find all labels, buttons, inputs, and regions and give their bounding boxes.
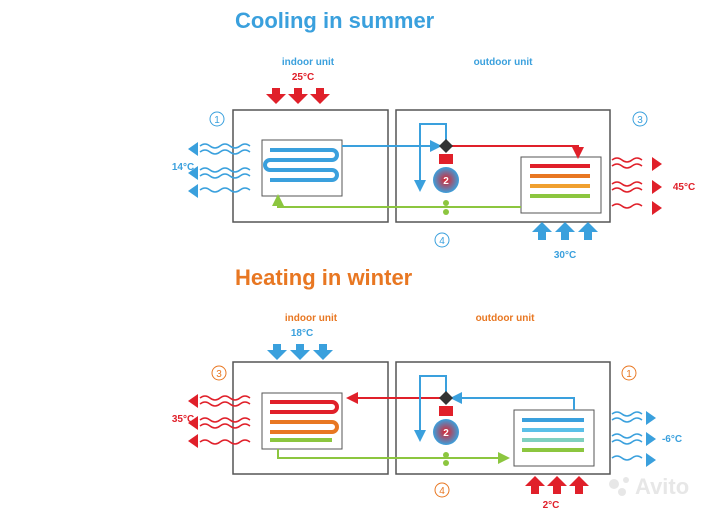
cooling-pipe-loop (414, 123, 447, 192)
heating-intake-arrows (267, 344, 333, 360)
heating-marker-4: 4 (439, 486, 445, 497)
cooling-compressor-icon (433, 167, 459, 193)
heating-expansion-valve-icon (443, 452, 449, 466)
heating-marker-1: 3 (216, 369, 222, 380)
cooling-expansion-valve-icon (443, 200, 449, 215)
heating-marker-3: 1 (626, 369, 632, 380)
heating-outdoor-label: outdoor unit (476, 313, 536, 324)
cooling-title: Cooling in summer (235, 8, 435, 33)
cooling-outdoor-intake-arrows (532, 222, 598, 240)
cooling-pipe-green (272, 194, 521, 208)
cooling-outdoor-air-temp: 30°C (554, 250, 576, 261)
heating-title: Heating in winter (235, 265, 413, 290)
heating-left-temp: 35°C (172, 414, 194, 425)
heating-indoor-label: indoor unit (285, 313, 338, 324)
cooling-outdoor-unit-box (395, 109, 611, 223)
heating-marker-2: 2 (443, 428, 449, 439)
cooling-indoor-label: indoor unit (282, 57, 335, 68)
cooling-marker-1: 1 (214, 115, 220, 126)
cooling-indoor-unit-box (232, 109, 389, 223)
heating-compressor-icon (433, 419, 459, 445)
heating-right-air-out (611, 411, 643, 461)
cooling-marker-4: 4 (439, 236, 445, 247)
cooling-section: Cooling in summer indoor unit outdoor un… (172, 8, 695, 261)
heating-indoor-unit-box (232, 361, 389, 475)
heating-outdoor-unit-box (395, 361, 611, 475)
heating-pipe-loop (414, 375, 447, 442)
cooling-right-air-out (611, 157, 643, 209)
cooling-intake-arrows (266, 88, 330, 104)
watermark-text: Avito (635, 474, 689, 499)
cooling-outdoor-label: outdoor unit (474, 57, 534, 68)
cooling-right-temp: 45°C (673, 182, 695, 193)
heating-outdoor-intake-arrows (525, 476, 589, 494)
avito-watermark: Avito (609, 474, 689, 499)
heating-valve-icon (439, 391, 453, 405)
cooling-indoor-coil-tube (263, 148, 339, 182)
cooling-pipe-red (452, 145, 584, 159)
heating-outdoor-air-temp: 2°C (543, 500, 560, 511)
heating-pipe-blue (450, 392, 575, 410)
cooling-left-air-out (199, 143, 251, 193)
heating-pipe-green (277, 449, 510, 464)
cooling-valve-icon (439, 139, 453, 153)
heating-section: Heating in winter indoor unit outdoor un… (172, 265, 682, 511)
heating-indoor-air-temp: 18°C (291, 328, 313, 339)
cooling-indoor-air-temp: 25°C (292, 72, 314, 83)
cooling-left-temp: 14°C (172, 162, 194, 173)
cooling-marker-2: 2 (443, 176, 449, 187)
heating-right-temp: -6°C (662, 434, 682, 445)
heating-left-air-out (199, 395, 251, 445)
cooling-marker-3: 3 (637, 115, 643, 126)
